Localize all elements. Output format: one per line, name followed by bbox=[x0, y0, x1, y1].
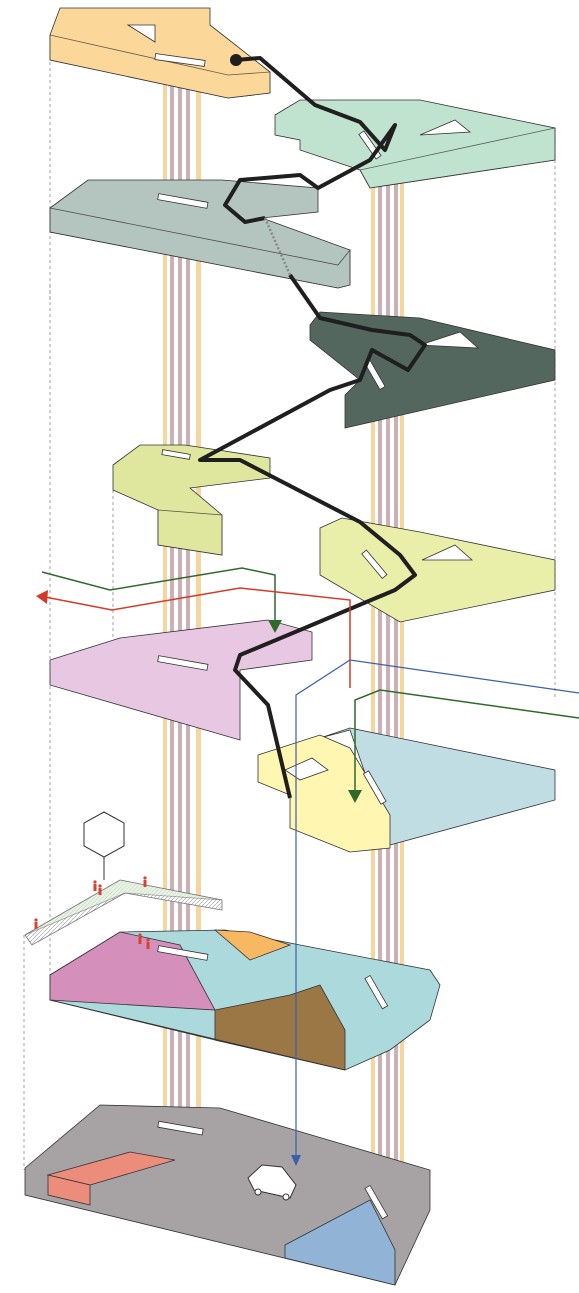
route-start-dot-icon bbox=[230, 54, 242, 66]
car-icon bbox=[247, 1164, 297, 1201]
floor-level-4 bbox=[309, 311, 556, 429]
tree-icon bbox=[83, 811, 125, 880]
arrow-down-icon bbox=[348, 790, 362, 803]
route-green-upper bbox=[41, 567, 276, 620]
person-icon bbox=[34, 918, 38, 929]
person-icon bbox=[138, 933, 142, 944]
arrow-left-icon bbox=[36, 590, 48, 604]
route-blue bbox=[295, 659, 579, 1155]
route-green-lower bbox=[354, 689, 579, 790]
person-icon bbox=[143, 876, 147, 887]
floor-level-1 bbox=[49, 7, 271, 99]
circulation-route-main bbox=[198, 56, 427, 799]
route-red bbox=[44, 587, 351, 688]
vertical-core-right bbox=[371, 125, 404, 1225]
floor-level-2 bbox=[274, 99, 556, 189]
alignment-guides bbox=[23, 50, 556, 1170]
floor-level-3 bbox=[49, 179, 351, 289]
elevated-walkway bbox=[24, 879, 223, 946]
person-icon bbox=[93, 880, 97, 891]
person-icon bbox=[146, 938, 150, 949]
people-figures bbox=[34, 876, 150, 949]
arrow-down-icon bbox=[291, 1155, 301, 1166]
floor-level-5-west bbox=[112, 444, 271, 556]
floor-level-6 bbox=[49, 619, 313, 741]
floor-level-7 bbox=[257, 727, 556, 853]
floor-ground bbox=[49, 929, 441, 1071]
floor-basement bbox=[24, 1104, 431, 1286]
arrow-down-icon bbox=[268, 620, 282, 633]
person-icon bbox=[98, 884, 102, 895]
